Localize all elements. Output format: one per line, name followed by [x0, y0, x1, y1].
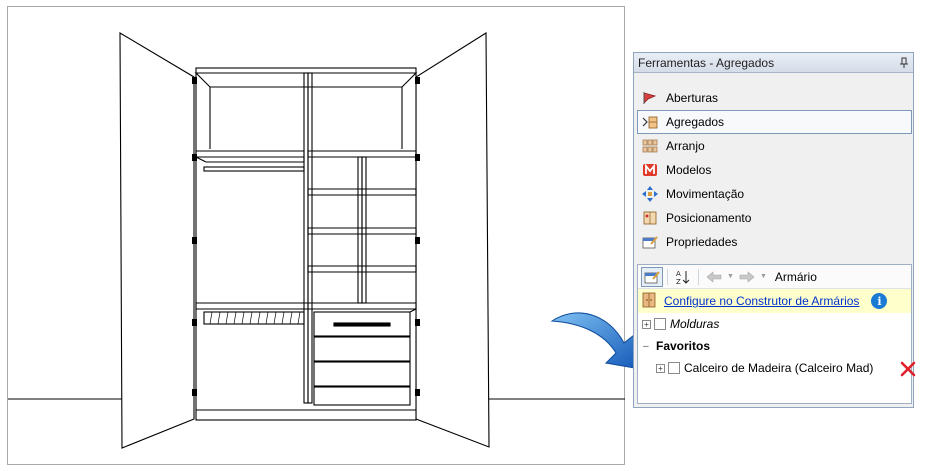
sort-az-icon: AZ [676, 270, 690, 285]
svg-text:Z: Z [676, 278, 681, 285]
tree-node-label: Molduras [670, 317, 720, 331]
tool-label: Movimentação [666, 187, 745, 201]
toolbar-separator [667, 268, 668, 285]
propriedades-icon [641, 234, 659, 250]
back-arrow-icon [706, 270, 722, 283]
forward-arrow-icon [739, 270, 755, 283]
expand-icon[interactable]: + [656, 363, 665, 373]
calceiro-checkbox[interactable] [668, 362, 680, 374]
tool-item-posicionamento[interactable]: Posicionamento [637, 206, 912, 230]
tool-item-arranjo[interactable]: Arranjo [637, 134, 912, 158]
tree-node-molduras[interactable]: + Molduras [638, 313, 911, 335]
aberturas-icon [641, 90, 659, 106]
tool-list: Aberturas Agregados Arranjo Modelos Movi… [637, 86, 912, 254]
tool-item-propriedades[interactable]: Propriedades [637, 230, 912, 254]
tree-node-favoritos[interactable]: – Favoritos [638, 335, 911, 357]
toolbar-separator [698, 268, 699, 285]
molduras-checkbox[interactable] [654, 318, 666, 330]
pin-icon[interactable] [897, 56, 911, 70]
posicionamento-icon [641, 210, 659, 226]
tree-node-label: Favoritos [656, 339, 711, 353]
forward-button[interactable] [736, 267, 758, 287]
back-button[interactable] [703, 267, 725, 287]
properties-icon [644, 270, 660, 283]
expand-icon[interactable]: + [642, 319, 651, 329]
delete-icon[interactable] [899, 360, 917, 378]
tool-item-movimentacao[interactable]: Movimentação [637, 182, 912, 206]
arranjo-icon [641, 138, 659, 154]
panel-header: Ferramentas - Agregados [634, 53, 913, 73]
svg-text:A: A [676, 270, 681, 278]
tool-item-modelos[interactable]: Modelos [637, 158, 912, 182]
agregados-icon [641, 114, 659, 130]
config-row: Configure no Construtor de Armários i [638, 289, 911, 313]
back-dropdown-icon[interactable]: ▼ [727, 273, 734, 280]
tool-label: Agregados [666, 115, 725, 129]
tool-item-agregados[interactable]: Agregados [637, 110, 912, 134]
tree-path-label: Armário [774, 269, 817, 284]
tool-item-aberturas[interactable]: Aberturas [637, 86, 912, 110]
forward-dropdown-icon[interactable]: ▼ [759, 273, 767, 280]
tool-label: Modelos [666, 163, 712, 177]
tool-label: Posicionamento [666, 211, 752, 225]
properties-toggle-button[interactable] [641, 266, 663, 287]
config-wardrobe-builder-link[interactable]: Configure no Construtor de Armários [664, 294, 860, 308]
tree-node-label: Calceiro de Madeira (Calceiro Mad) [684, 361, 874, 375]
info-icon[interactable]: i [871, 293, 888, 309]
tool-label: Aberturas [666, 91, 719, 105]
wardrobe-drawing [8, 32, 625, 449]
tool-label: Arranjo [666, 139, 705, 153]
panel-title: Ferramentas - Agregados [638, 55, 775, 70]
wardrobe-builder-icon [642, 292, 656, 311]
tool-label: Propriedades [666, 235, 738, 249]
tree-node-calceiro[interactable]: + Calceiro de Madeira (Calceiro Mad) [638, 357, 916, 379]
drawing-canvas[interactable] [7, 6, 625, 465]
tools-panel: Ferramentas - Agregados Aberturas Agrega… [633, 52, 916, 408]
modelos-icon [641, 162, 659, 178]
collapse-icon[interactable]: – [643, 340, 649, 352]
movimentacao-icon [641, 186, 659, 202]
